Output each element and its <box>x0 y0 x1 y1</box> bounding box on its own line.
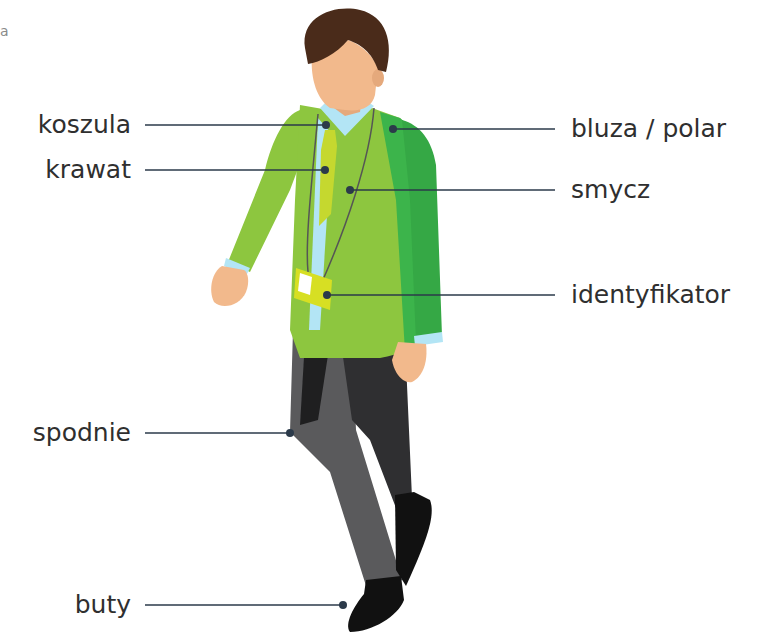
leader-dot <box>339 601 347 609</box>
leader-line <box>393 128 555 130</box>
part-label: identyfikator <box>571 277 730 313</box>
leader-line <box>145 432 290 434</box>
hand <box>211 266 248 306</box>
hair <box>305 9 389 72</box>
shoe-front <box>348 576 404 632</box>
tie <box>319 130 337 226</box>
leader-line <box>145 169 325 171</box>
leader-lines <box>145 125 555 605</box>
shoe-back <box>395 492 432 586</box>
leader-dot <box>389 125 397 133</box>
jacket-right-sleeve <box>402 120 442 342</box>
leader-line <box>327 294 555 296</box>
leader-line <box>145 124 326 126</box>
badge-photo <box>298 273 312 295</box>
part-label: bluza / polar <box>571 111 726 147</box>
leader-dots <box>286 121 397 609</box>
leader-dot <box>322 121 330 129</box>
badge <box>294 268 332 310</box>
part-label: buty <box>75 587 131 623</box>
ear <box>372 69 384 87</box>
hand <box>392 342 426 382</box>
leader-line <box>145 604 343 606</box>
part-label: spodnie <box>33 415 131 451</box>
leader-dot <box>323 291 331 299</box>
leader-dot <box>321 166 329 174</box>
part-label: krawat <box>45 152 131 188</box>
leader-dot <box>286 429 294 437</box>
part-label: smycz <box>571 172 650 208</box>
lanyard <box>322 108 374 282</box>
part-label: koszula <box>38 107 131 143</box>
leader-line <box>350 189 555 191</box>
leader-dot <box>346 186 354 194</box>
lanyard <box>307 114 318 272</box>
corner-text: a <box>0 22 9 40</box>
